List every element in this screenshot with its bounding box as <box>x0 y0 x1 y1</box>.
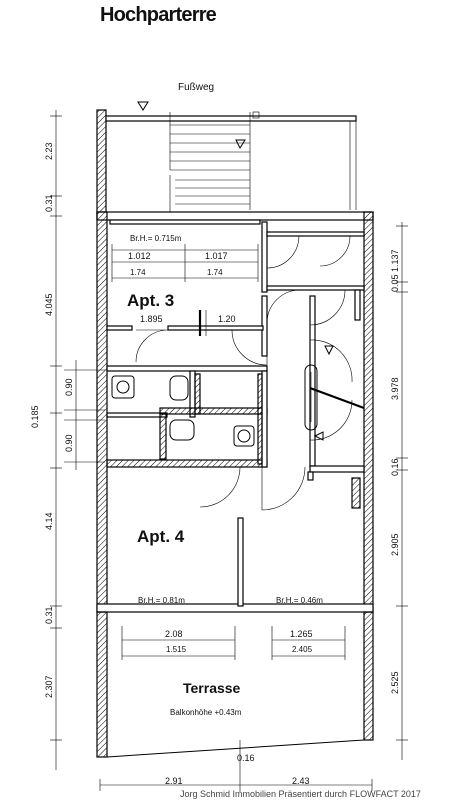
dim-left-8: 0.31 <box>44 606 54 624</box>
dim-left-1: 2.23 <box>44 142 54 160</box>
dim-bottom-center: 0.16 <box>237 753 255 763</box>
toilet-icon <box>169 419 195 441</box>
terrace-window-2-width: 1.265 <box>290 629 313 639</box>
window-group-top: Br.H.= 0.715m 1.012 1.74 1.017 1.74 <box>109 219 261 282</box>
door-width-a: 1.895 <box>140 314 163 324</box>
dim-left-7: 4.14 <box>44 512 54 530</box>
door-width-b: 1.20 <box>218 314 236 324</box>
door-marks <box>198 310 207 336</box>
dim-left-4: 0.185 <box>30 405 40 428</box>
footer-credit: Jorg Schmid Immobilien Präsentiert durch… <box>180 789 421 799</box>
room-label-terrace: Terrasse <box>183 680 241 696</box>
window-2-height: 1.74 <box>207 268 223 277</box>
entrance-marker-icon <box>137 101 149 111</box>
dim-left-2: 0.31 <box>44 194 54 212</box>
dim-right-5: 2.905 <box>390 533 400 556</box>
dim-bottom-left: 2.91 <box>165 776 183 786</box>
balcony-height: Balkonhöhe +0.43m <box>170 708 242 717</box>
terrace-window-1-width: 2.08 <box>165 629 183 639</box>
window-label-bottom-left: Br.H.= 0.81m <box>138 596 185 605</box>
street-label: Fußweg <box>178 82 214 93</box>
window-label-bottom-right: Br.H.= 0.46m <box>276 596 323 605</box>
window-label-top: Br.H.= 0.715m <box>130 234 182 243</box>
right-dimension-chain <box>396 222 408 760</box>
outer-walls <box>96 211 374 758</box>
bottom-dimension-chain <box>99 740 373 792</box>
terrace-window-1-height: 1.515 <box>166 645 187 654</box>
room-label-apt3: Apt. 3 <box>127 291 174 310</box>
dim-left-6: 0.90 <box>64 434 74 452</box>
window-1-width: 1.012 <box>128 251 151 261</box>
sink-icon <box>111 375 135 399</box>
dim-left-3: 4.045 <box>44 293 54 316</box>
bathroom-fixtures <box>111 373 263 465</box>
dim-right-6: 2.525 <box>390 671 400 694</box>
room-label-apt4: Apt. 4 <box>137 527 185 546</box>
dim-right-3: 3.978 <box>390 377 400 400</box>
door-swings <box>135 235 353 511</box>
dim-right-2: 0.05 <box>390 274 400 292</box>
window-1-height: 1.74 <box>130 268 146 277</box>
entrance-stairs <box>96 109 357 219</box>
sink-icon <box>233 425 255 447</box>
terrace-dims: 2.08 1.515 1.265 2.405 <box>121 626 346 660</box>
plan-title: Hochparterre <box>100 4 217 26</box>
dim-left-5: 0.90 <box>64 378 74 396</box>
inner-stair <box>304 345 365 509</box>
terrace-window-2-height: 2.405 <box>292 645 313 654</box>
left-dimension-chain <box>50 110 105 770</box>
window-2-width: 1.017 <box>205 251 228 261</box>
dim-right-4: 0.16 <box>390 458 400 476</box>
dim-bottom-right: 2.43 <box>292 776 310 786</box>
dim-right-1: 1.137 <box>390 249 400 272</box>
dim-left-9: 2.307 <box>44 675 54 698</box>
interior-walls <box>106 221 365 607</box>
toilet-icon <box>169 375 189 401</box>
